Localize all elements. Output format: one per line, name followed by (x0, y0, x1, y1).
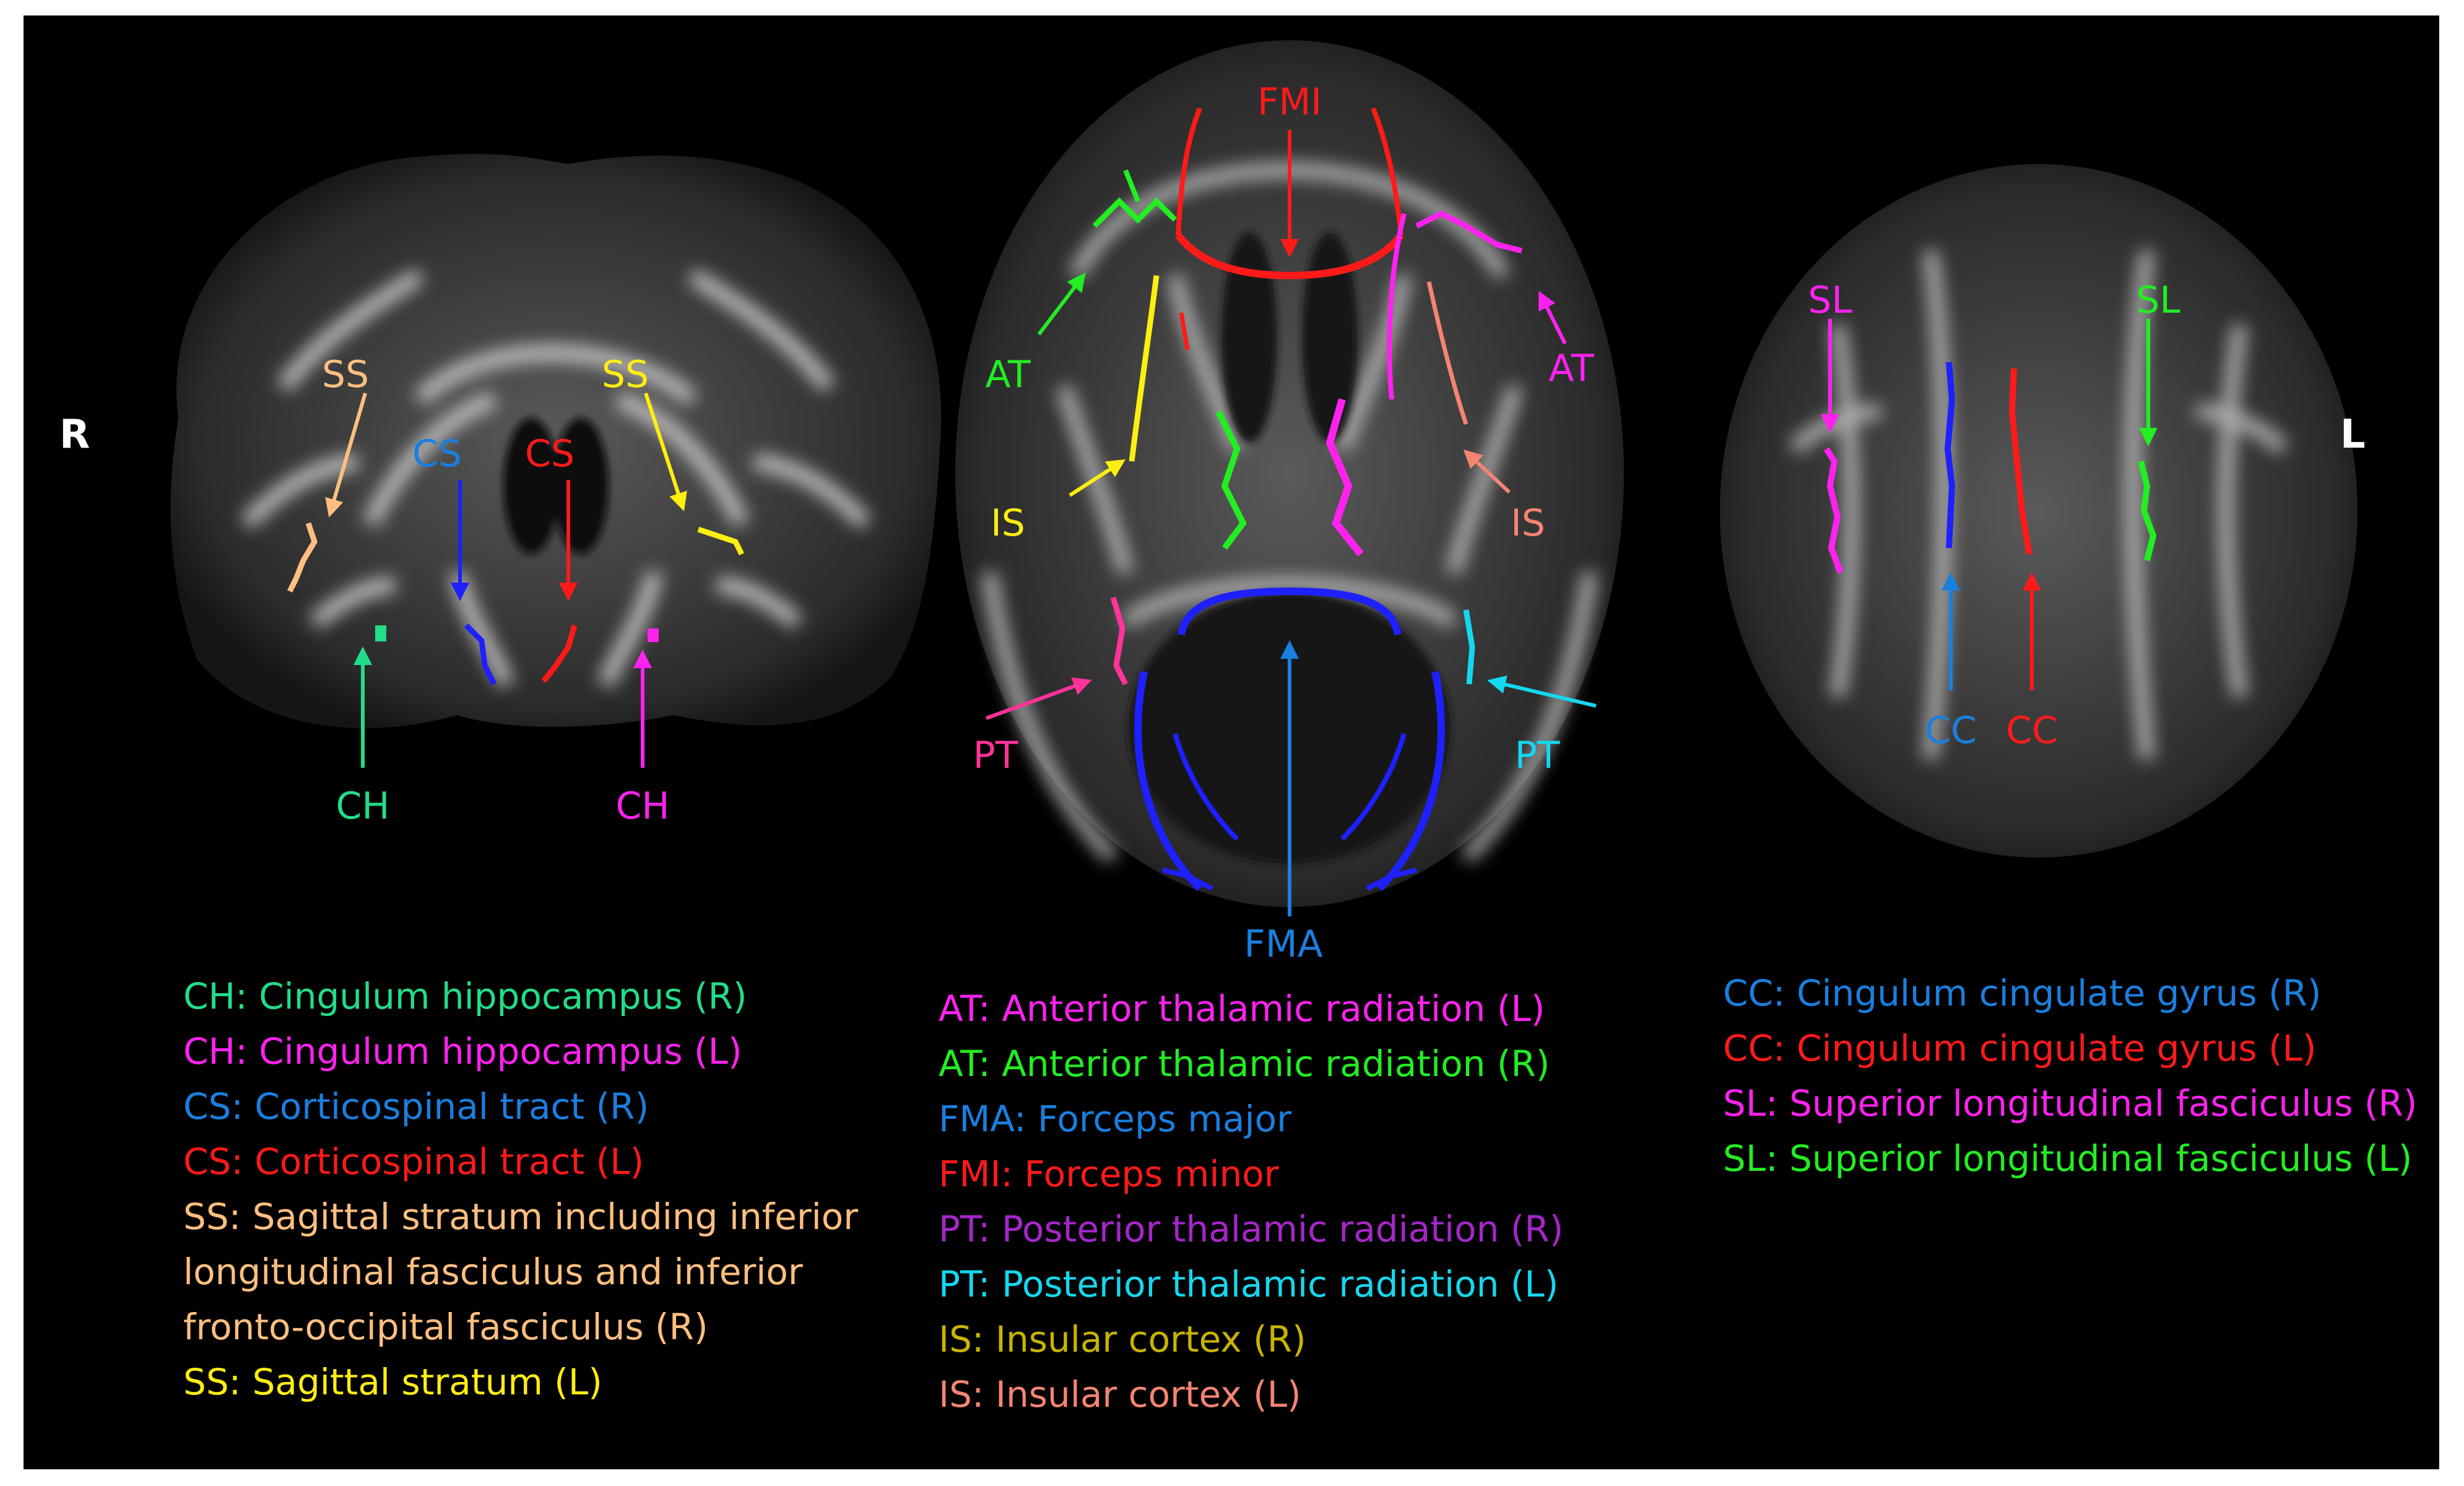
orientation-right-label: R (59, 412, 90, 458)
coronal-tracts (287, 522, 745, 686)
legend-entry: CS: Corticospinal tract (R) (183, 1085, 649, 1128)
legend-entry: SS: Sagittal stratum (L) (183, 1361, 602, 1403)
label-cc-l: CC (2006, 709, 2058, 752)
label-cc-r: CC (1925, 709, 1977, 752)
legend-entry: CH: Cingulum hippocampus (L) (183, 1030, 742, 1072)
label-pt-r: PT (973, 734, 1018, 777)
label-cs-r: CS (412, 432, 462, 476)
legend-coronal-tracts: CH: Cingulum hippocampus (R) CH: Cingulum… (183, 969, 858, 1410)
label-cs-l: CS (525, 432, 575, 476)
axial-mid-tracts (1092, 107, 1523, 892)
orientation-left-label: L (2340, 412, 2366, 458)
label-ch-l: CH (615, 784, 669, 828)
legend-entry: fronto-occipital fasciculus (R) (183, 1306, 708, 1348)
axial-high-white-matter (1789, 250, 2289, 760)
axial-high-slice: SL SL CC CC (1720, 164, 2358, 858)
legend-entry: FMA: Forceps major (939, 1098, 1291, 1140)
legend-axial-mid-tracts: AT: Anterior thalamic radiation (L) AT: A… (939, 981, 1563, 1422)
legend-entry: SL: Superior longitudinal fasciculus (L) (1723, 1137, 2413, 1180)
label-fma: FMA (1244, 923, 1322, 966)
axial-mid-slice: FMI AT AT IS IS PT PT FMA (955, 40, 1624, 966)
axial-mid-brain-outline (955, 40, 1624, 907)
label-ss-l: SS (602, 353, 649, 396)
legend-entry: AT: Anterior thalamic radiation (R) (939, 1043, 1550, 1085)
label-ss-r: SS (322, 353, 369, 396)
label-sl-l: SL (2136, 279, 2180, 322)
label-at-l: AT (1548, 347, 1594, 390)
label-fmi: FMI (1257, 80, 1322, 124)
label-is-r: IS (991, 502, 1025, 545)
axial-high-arrows (1821, 319, 2158, 690)
legend-entry: PT: Posterior thalamic radiation (R) (939, 1208, 1564, 1250)
legend-entry: SL: Superior longitudinal fasciculus (R) (1723, 1082, 2418, 1124)
axial-mid-arrows (985, 130, 1597, 916)
legend-entry: CC: Cingulum cingulate gyrus (R) (1723, 972, 2322, 1014)
legend-entry: IS: Insular cortex (L) (939, 1373, 1301, 1415)
axial-mid-white-matter (982, 162, 1597, 863)
legend-entry: IS: Insular cortex (R) (939, 1318, 1306, 1360)
legend-entry: FMI: Forceps minor (939, 1153, 1279, 1195)
label-is-l: IS (1511, 502, 1545, 545)
legend-entry: AT: Anterior thalamic radiation (L) (939, 988, 1545, 1030)
label-ch-r: CH (336, 784, 389, 828)
coronal-arrows (325, 393, 687, 768)
legend-entry: CC: Cingulum cingulate gyrus (L) (1723, 1027, 2317, 1069)
label-sl-r: SL (1808, 279, 1852, 322)
coronal-white-matter (240, 268, 872, 687)
legend-entry: longitudinal fasciculus and inferior (183, 1251, 803, 1293)
label-at-r: AT (985, 353, 1030, 396)
legend-entry: PT: Posterior thalamic radiation (L) (939, 1263, 1559, 1305)
legend-axial-high-tracts: CC: Cingulum cingulate gyrus (R) CC: Cing… (1723, 966, 2417, 1186)
brain-scan-panels: SS SS CS CS CH CH (170, 40, 2358, 966)
legend-entry: CH: Cingulum hippocampus (R) (183, 975, 747, 1017)
legend-entry: CS: Corticospinal tract (L) (183, 1141, 644, 1183)
coronal-slice: SS SS CS CS CH CH (170, 154, 942, 828)
axial-high-tracts (1823, 362, 2157, 574)
label-pt-l: PT (1515, 734, 1560, 777)
legend-entry: SS: Sagittal stratum including inferior (183, 1196, 859, 1238)
figure-frame: SS SS CS CS CH CH (24, 15, 2439, 1469)
